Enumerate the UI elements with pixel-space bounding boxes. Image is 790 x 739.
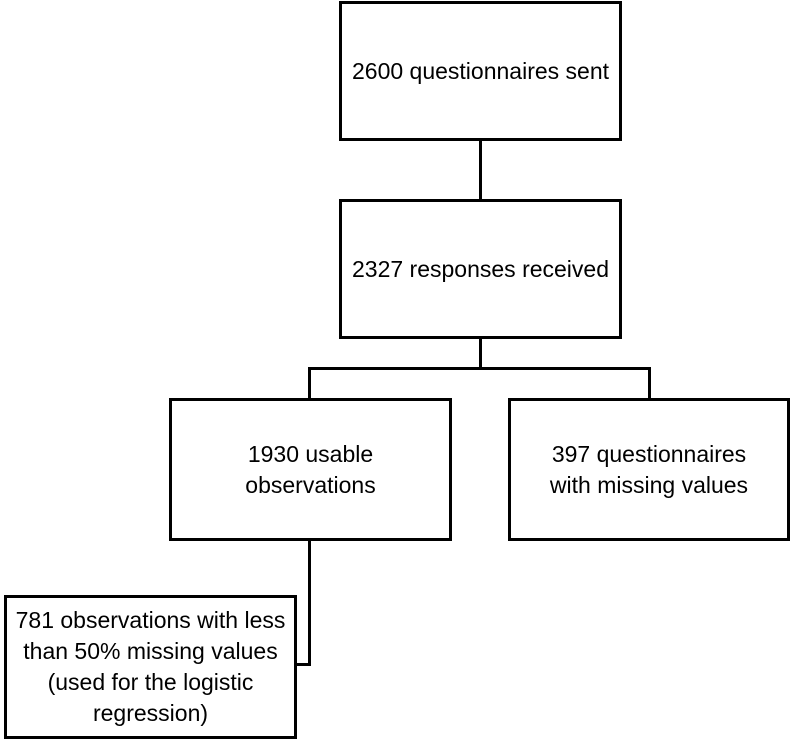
node-logistic-regression-label: 781 observations with less than 50% miss… <box>15 607 286 726</box>
node-usable-observations: 1930 usable observations <box>169 398 452 541</box>
edge-branch-to-usable <box>308 367 311 401</box>
node-responses-received: 2327 responses received <box>339 199 622 339</box>
node-missing-values-label: 397 questionnaires with missing values <box>549 440 749 498</box>
node-logistic-regression: 781 observations with less than 50% miss… <box>4 595 297 739</box>
edge-received-down <box>479 336 482 370</box>
node-missing-values: 397 questionnaires with missing values <box>508 398 790 541</box>
edge-branch-horizontal <box>308 367 651 370</box>
edge-usable-to-logistic <box>294 663 311 666</box>
edge-usable-down <box>308 538 311 666</box>
node-responses-received-label: 2327 responses received <box>352 255 609 282</box>
node-questionnaires-sent: 2600 questionnaires sent <box>339 1 622 141</box>
edge-sent-to-received <box>479 139 482 202</box>
edge-branch-to-missing <box>648 367 651 401</box>
node-usable-observations-label: 1930 usable observations <box>245 440 376 498</box>
node-questionnaires-sent-label: 2600 questionnaires sent <box>351 57 610 84</box>
